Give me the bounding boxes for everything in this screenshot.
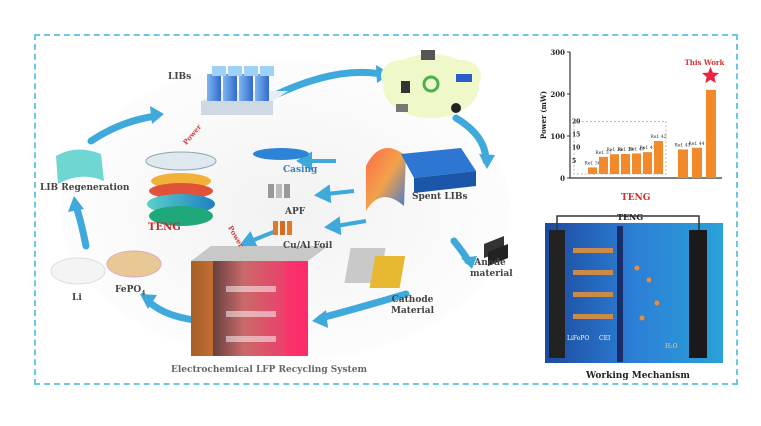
- lifepo4-label: LiFePO: [567, 335, 589, 342]
- h2o-label: H₂O: [665, 343, 678, 350]
- bar-label: Ref. 44: [688, 141, 704, 147]
- camera-icon: [396, 104, 408, 112]
- cu-al-foil-label: Cu/Al Foil: [283, 241, 333, 251]
- working-mechanism-illustration: TENG LiFePO CEI H₂O: [545, 212, 723, 363]
- bar-main: [678, 149, 688, 178]
- bar-main: [692, 147, 702, 178]
- bar-zoomed: [621, 153, 630, 174]
- apf-label: APF: [285, 207, 306, 217]
- inset-y-tick-label: 20: [572, 118, 580, 125]
- li-label: Li: [72, 293, 82, 303]
- cathode-material-label: Cathode Material: [390, 295, 435, 316]
- bar-zoomed: [599, 156, 608, 174]
- cei-label: CEI: [599, 335, 611, 342]
- dismantled-components: [253, 148, 309, 235]
- chart-xlabel: TENG: [621, 193, 651, 203]
- y-tick-label: 100: [550, 132, 565, 141]
- teng-device-illustration: [145, 151, 217, 226]
- recycling-schematic: [50, 50, 511, 361]
- bar-zoomed: [643, 152, 652, 174]
- bar-zoomed: [610, 154, 619, 174]
- bar-label: Ref. 40: [628, 146, 644, 152]
- inset-y-tick-label: 5: [572, 158, 576, 165]
- bar-label: Ref. 39: [617, 147, 633, 153]
- libs-battery-pack-illustration: [201, 66, 288, 115]
- li-powder-icon: [50, 257, 106, 285]
- arrow-libs-to-devices: [269, 68, 385, 100]
- scooter-icon: [451, 103, 461, 113]
- casing-icon: [253, 148, 309, 160]
- mech-teng-label: TENG: [617, 212, 643, 222]
- inset-y-tick-label: 10: [572, 145, 580, 152]
- inset-frame: [573, 120, 667, 175]
- y-tick-label: 200: [550, 90, 565, 99]
- apf-icon: [268, 184, 290, 198]
- consumer-devices-cloud: [381, 50, 481, 118]
- recycling-system-label: Electrochemical LFP Recycling System: [171, 365, 367, 375]
- circuit-wire: [556, 215, 700, 230]
- y-tick-label: 0: [560, 174, 565, 183]
- libs-label: LIBs: [168, 72, 192, 82]
- bar-label: Ref. 36: [584, 160, 600, 166]
- ion-markers: [634, 265, 660, 321]
- bar-label: Ref. 38: [606, 147, 622, 153]
- cathode-plate: [549, 230, 565, 358]
- teng-label: TENG: [148, 222, 181, 233]
- bar-main: [706, 89, 716, 178]
- inset-y-tick-label: 15: [572, 131, 580, 138]
- bar-label: Ref. 42: [650, 134, 666, 140]
- working-mechanism-label: Working Mechanism: [586, 371, 690, 381]
- arrow-regeneration-to-libs: [87, 112, 160, 145]
- laptop-icon: [456, 74, 472, 82]
- recycle-icon: [422, 75, 440, 93]
- this-work-star-icon: [701, 66, 720, 84]
- recovered-powders: [50, 250, 162, 285]
- bar-label: Ref. 41: [639, 145, 655, 151]
- particle-layers: [573, 248, 613, 319]
- foil-icon: [273, 221, 292, 235]
- y-tick-label: 300: [550, 48, 565, 57]
- lib-regeneration-label: LIB Regeneration: [40, 183, 130, 193]
- bar-zoomed: [632, 153, 641, 174]
- y-axis-label: Power (mW): [539, 91, 548, 139]
- monitor-icon: [421, 50, 435, 60]
- lib-regeneration-illustration: [56, 149, 104, 184]
- inner-arrows: [239, 151, 367, 249]
- fepo4-label: FePO4: [115, 285, 146, 297]
- fepo4-powder-icon: [106, 250, 162, 278]
- this-work-label: This Work: [685, 58, 725, 67]
- arrow-cathode-to-cell: [317, 290, 410, 322]
- separator: [617, 226, 623, 362]
- casing-label: Casing: [283, 165, 318, 175]
- anode-plate: [689, 230, 707, 358]
- spent-libs-label: Spent LIBs: [412, 192, 468, 202]
- bar-zoomed: [654, 141, 663, 174]
- bar-label: Ref. 43: [674, 142, 690, 148]
- spent-libs-illustration: [366, 148, 476, 211]
- bar-label: Ref. 37: [595, 150, 611, 156]
- phone-icon: [401, 81, 410, 93]
- bar-zoomed: [588, 167, 597, 174]
- anode-material-label: Anode material: [470, 258, 513, 279]
- electrochemical-cell-illustration: [191, 246, 328, 356]
- cathode-material-illustration: [344, 248, 406, 288]
- anode-material-illustration: [484, 236, 508, 266]
